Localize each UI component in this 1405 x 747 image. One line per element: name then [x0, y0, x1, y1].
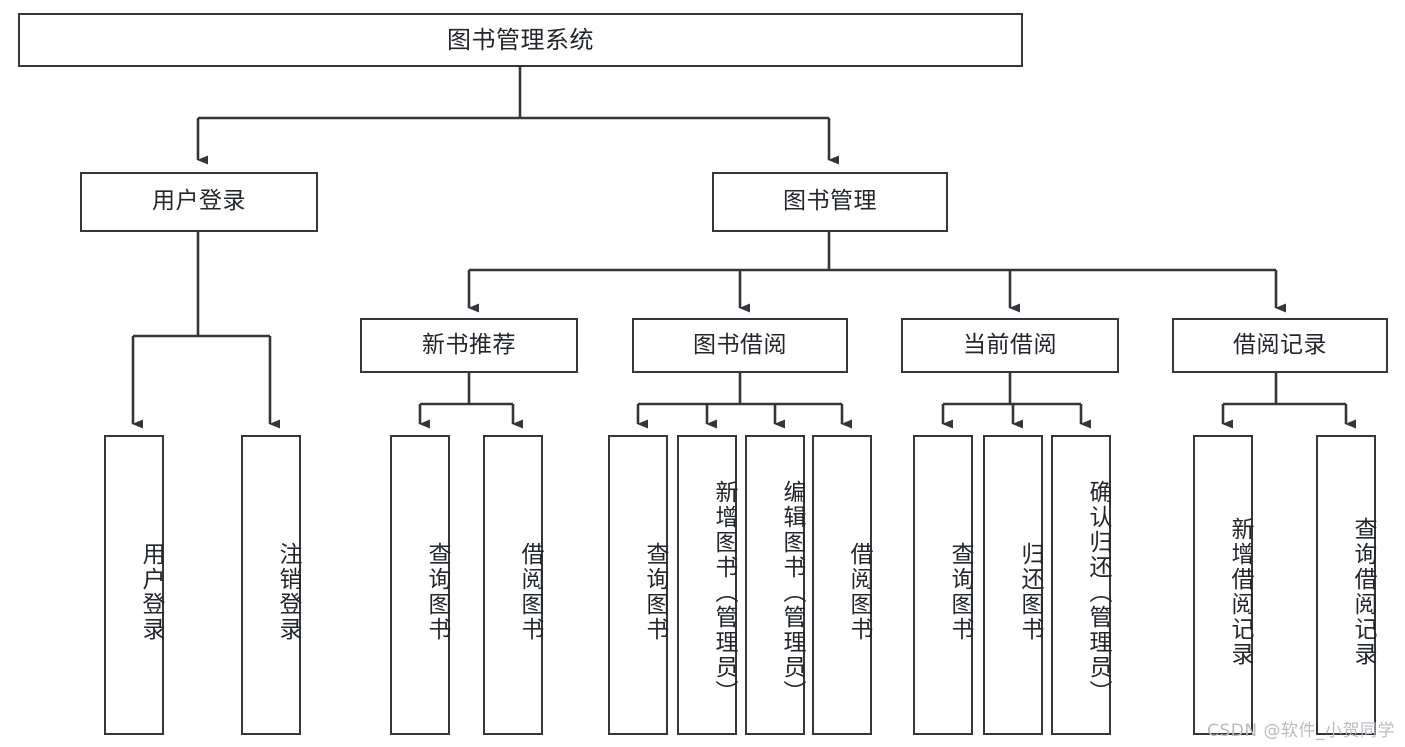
node-new-book-recommend[interactable]: 新书推荐	[360, 318, 578, 373]
leaf-current-query-book[interactable]: 查询图书	[913, 435, 973, 735]
node-label: 查询图书	[642, 542, 668, 642]
leaf-recommend-borrow-book[interactable]: 借阅图书	[483, 435, 543, 735]
node-label: 新书推荐	[422, 331, 516, 358]
node-label: 确认归还（管理员）	[1085, 479, 1111, 705]
node-label: 用户登录	[138, 542, 164, 642]
node-label: 用户登录	[152, 188, 246, 215]
node-root-system[interactable]: 图书管理系统	[18, 13, 1023, 67]
node-label: 新增借阅记录	[1227, 517, 1253, 667]
leaf-borrow-book[interactable]: 借阅图书	[812, 435, 872, 735]
leaf-edit-book-admin[interactable]: 编辑图书（管理员）	[745, 435, 805, 735]
node-user-login[interactable]: 用户登录	[80, 172, 318, 232]
node-label: 查询图书	[424, 542, 450, 642]
node-label: 注销登录	[275, 542, 301, 642]
node-book-borrow[interactable]: 图书借阅	[632, 318, 848, 373]
node-label: 图书管理	[783, 188, 877, 215]
leaf-add-book-admin[interactable]: 新增图书（管理员）	[677, 435, 737, 735]
node-label: 编辑图书（管理员）	[779, 479, 805, 705]
watermark-text: CSDN @软件_小贺同学	[1207, 721, 1395, 741]
node-label: 查询图书	[947, 542, 973, 642]
node-label: 借阅图书	[846, 542, 872, 642]
node-current-borrow[interactable]: 当前借阅	[901, 318, 1119, 373]
node-label: 借阅记录	[1233, 331, 1327, 358]
leaf-user-login[interactable]: 用户登录	[104, 435, 164, 735]
node-label: 归还图书	[1017, 542, 1043, 642]
leaf-query-borrow-record[interactable]: 查询借阅记录	[1316, 435, 1376, 735]
leaf-return-book[interactable]: 归还图书	[983, 435, 1043, 735]
node-label: 新增图书（管理员）	[711, 479, 737, 705]
leaf-recommend-query-book[interactable]: 查询图书	[390, 435, 450, 735]
leaf-confirm-return-admin[interactable]: 确认归还（管理员）	[1051, 435, 1111, 735]
leaf-borrow-query-book[interactable]: 查询图书	[608, 435, 668, 735]
node-label: 查询借阅记录	[1350, 517, 1376, 667]
leaf-add-borrow-record[interactable]: 新增借阅记录	[1193, 435, 1253, 735]
node-label: 借阅图书	[517, 542, 543, 642]
leaf-logout[interactable]: 注销登录	[241, 435, 301, 735]
node-borrow-record[interactable]: 借阅记录	[1172, 318, 1388, 373]
node-label: 图书管理系统	[447, 25, 594, 54]
node-label: 图书借阅	[693, 331, 787, 358]
node-label: 当前借阅	[963, 331, 1057, 358]
node-book-management[interactable]: 图书管理	[712, 172, 948, 232]
